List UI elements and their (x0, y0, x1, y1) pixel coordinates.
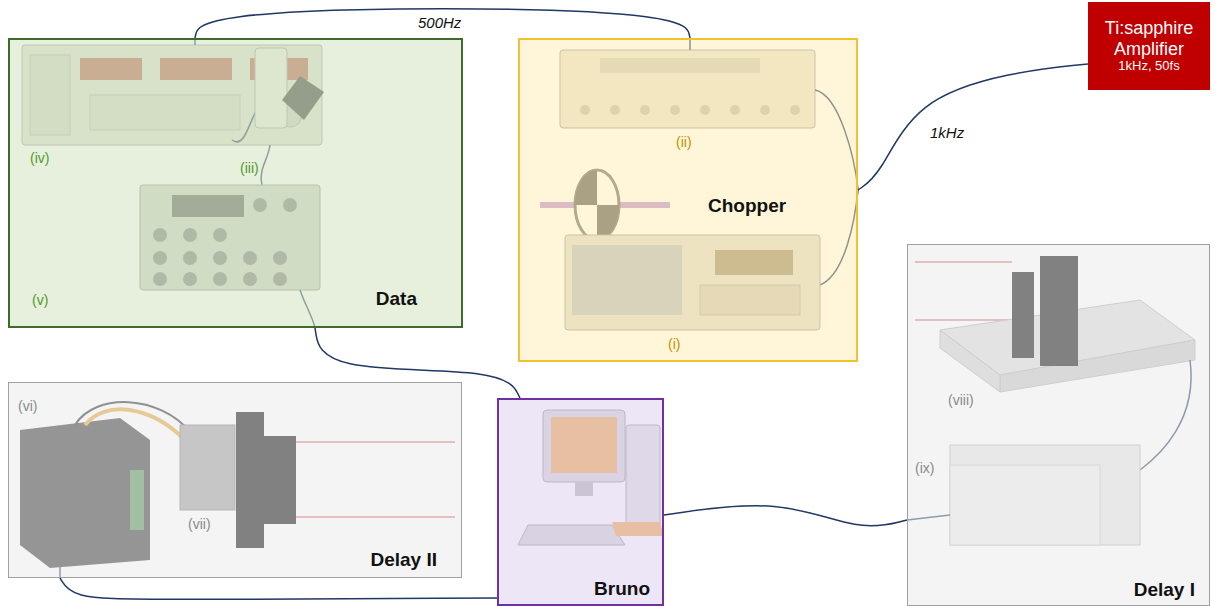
computer-panel: Bruno (497, 398, 664, 606)
signal-cable (60, 578, 497, 599)
signal-cable (858, 64, 1088, 190)
group-panel: Delay I (907, 244, 1210, 606)
callout-number: (i) (668, 336, 680, 352)
box-title: Ti:sapphire Amplifier (1094, 18, 1204, 59)
box-title: Chopper (708, 195, 786, 217)
callout-number: (v) (32, 292, 48, 308)
box-subtitle: 1kHz, 50fs (1118, 59, 1179, 74)
signal-frequency: 500Hz (418, 14, 461, 31)
callout-number: (ii) (676, 134, 692, 150)
group-panel: Data (8, 38, 463, 328)
box-title: Delay II (370, 549, 437, 571)
group-panel: Chopper (518, 38, 858, 362)
callout-number: (ix) (915, 460, 934, 476)
callout-number: (iii) (240, 160, 259, 176)
box-title: Bruno (594, 578, 650, 600)
callout-number: (vii) (188, 516, 211, 532)
signal-cable (664, 506, 907, 526)
laser-source-box: Ti:sapphire Amplifier1kHz, 50fs (1088, 2, 1210, 90)
box-title: Delay I (1134, 579, 1195, 601)
signal-frequency: 1kHz (930, 124, 964, 141)
group-panel: Delay II (8, 382, 462, 578)
callout-number: (viii) (948, 392, 974, 408)
callout-number: (vi) (18, 398, 37, 414)
signal-cable (195, 9, 690, 38)
callout-number: (iv) (30, 150, 49, 166)
box-title: Data (376, 288, 417, 310)
